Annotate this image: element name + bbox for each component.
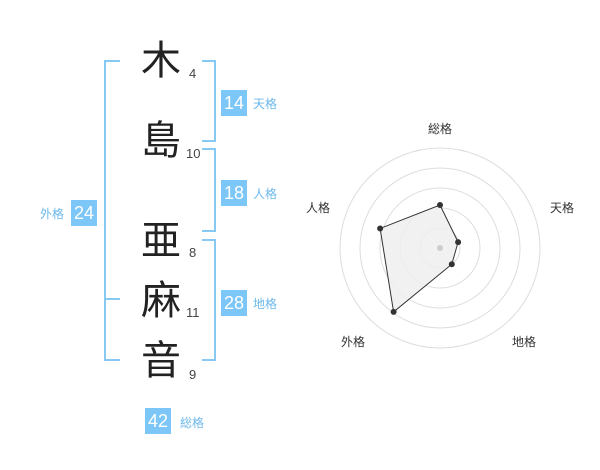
name-char-2: 島 xyxy=(141,118,181,164)
jinkaku-label: 人格 xyxy=(253,187,278,201)
tenkaku-label: 天格 xyxy=(253,97,278,111)
gaikaku-label: 外格 xyxy=(40,207,65,221)
jinkaku-bracket xyxy=(202,148,216,232)
radar-ring-5 xyxy=(339,147,541,349)
radar-axis-label-chikaku: 地格 xyxy=(512,334,536,349)
chikaku-badge: 28 xyxy=(221,290,248,316)
tenkaku-badge: 14 xyxy=(221,90,248,116)
soukaku-badge: 42 xyxy=(145,408,172,434)
jinkaku-badge: 18 xyxy=(221,180,248,206)
gaikaku-badge: 24 xyxy=(71,200,98,226)
radar-ring-4 xyxy=(359,167,521,329)
name-char-1: 木 xyxy=(141,38,181,84)
name-char-4: 麻 xyxy=(141,278,181,324)
radar-axis-label-soukaku: 総格 xyxy=(428,121,452,136)
stroke-count-1: 4 xyxy=(189,66,197,81)
tenkaku-bracket xyxy=(202,60,216,142)
name-char-5: 音 xyxy=(141,338,181,384)
radar-axis-label-gaikaku: 外格 xyxy=(341,334,365,349)
name-char-3: 亜 xyxy=(141,218,181,264)
radar-axis-label-jinkaku: 人格 xyxy=(306,200,330,215)
gaikaku-divider xyxy=(104,298,120,300)
chikaku-bracket xyxy=(202,239,216,361)
soukaku-label: 総格 xyxy=(180,416,205,430)
radar-point-3 xyxy=(448,261,455,268)
radar-ring-3 xyxy=(379,187,501,309)
stroke-count-3: 8 xyxy=(189,245,197,260)
radar-point-4 xyxy=(390,308,397,315)
stroke-count-2: 10 xyxy=(186,146,201,161)
radar-data-polygon xyxy=(379,204,459,313)
radar-axis-label-tenkaku: 天格 xyxy=(550,200,574,215)
chikaku-label: 地格 xyxy=(253,297,278,311)
radar-point-1 xyxy=(437,202,443,208)
stroke-count-5: 9 xyxy=(189,367,197,382)
radar-center-dot xyxy=(437,245,443,251)
stroke-count-4: 11 xyxy=(186,305,200,320)
radar-point-2 xyxy=(455,239,462,246)
radar-point-5 xyxy=(377,225,384,232)
gaikaku-bracket xyxy=(104,60,120,361)
